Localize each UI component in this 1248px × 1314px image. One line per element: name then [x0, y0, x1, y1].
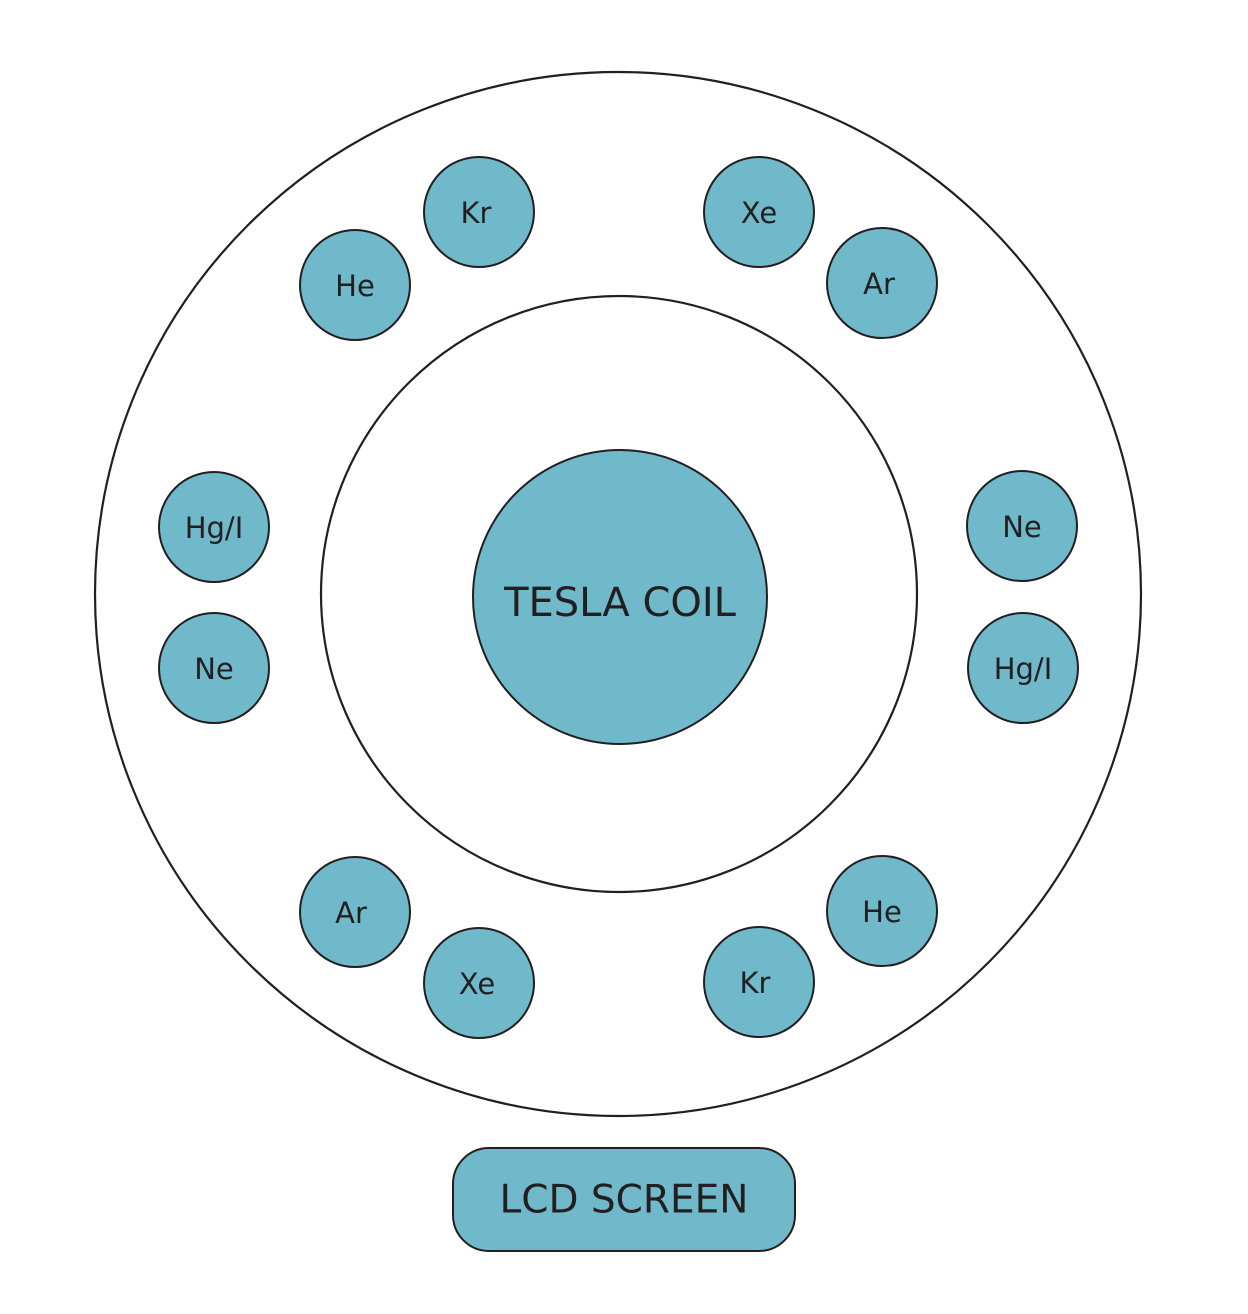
lamp-label: Xe [459, 967, 495, 1001]
lamp-circle [967, 612, 1079, 724]
outer-ring [93, 70, 1143, 1118]
lamp-he-top-left: He [299, 229, 411, 341]
tesla-coil-circle [472, 449, 768, 745]
lamp-circle [158, 471, 270, 583]
lamp-he-bottom-right: He [826, 855, 938, 967]
lamp-label: Ar [335, 896, 367, 930]
lamp-circle [826, 227, 938, 339]
lamp-circle [423, 156, 535, 268]
lamp-circle [966, 470, 1078, 582]
tesla-coil-label: TESLA COIL [503, 580, 737, 626]
inner-ring [319, 294, 919, 894]
lamp-label: Kr [461, 196, 492, 230]
lamp-circle [423, 927, 535, 1039]
lamp-label: Hg/I [185, 511, 244, 545]
lcd-screen-label: LCD SCREEN [500, 1178, 749, 1223]
lamp-label: Ne [194, 652, 234, 686]
lamp-circle [158, 612, 270, 724]
lcd-screen-box [452, 1147, 796, 1252]
tesla-coil: TESLA COIL [472, 449, 768, 745]
lamp-circle [299, 229, 411, 341]
lamp-label: Xe [741, 196, 777, 230]
lamp-label: Ar [863, 267, 895, 301]
lamp-kr-top-left: Kr [423, 156, 535, 268]
lamp-ar-top-right: Ar [826, 227, 938, 339]
lamp-label: He [335, 269, 375, 303]
lamp-label: He [862, 895, 902, 929]
lamp-circle [703, 926, 815, 1038]
lamp-ne-left: Ne [158, 612, 270, 724]
lamp-label: Ne [1002, 510, 1042, 544]
lamp-ar-bottom-left: Ar [299, 856, 411, 968]
lamp-circle [826, 855, 938, 967]
lamp-label: Hg/I [994, 652, 1053, 686]
lamp-ne-right: Ne [966, 470, 1078, 582]
lamp-label: Kr [740, 966, 771, 1000]
lamp-hgi-left: Hg/I [158, 471, 270, 583]
lamp-circle [299, 856, 411, 968]
lcd-screen: LCD SCREEN [452, 1147, 796, 1252]
lamp-xe-bottom-left: Xe [423, 927, 535, 1039]
lamp-xe-top-right: Xe [703, 156, 815, 268]
lamp-circle [703, 156, 815, 268]
lamp-hgi-right: Hg/I [967, 612, 1079, 724]
lamp-kr-bottom-right: Kr [703, 926, 815, 1038]
